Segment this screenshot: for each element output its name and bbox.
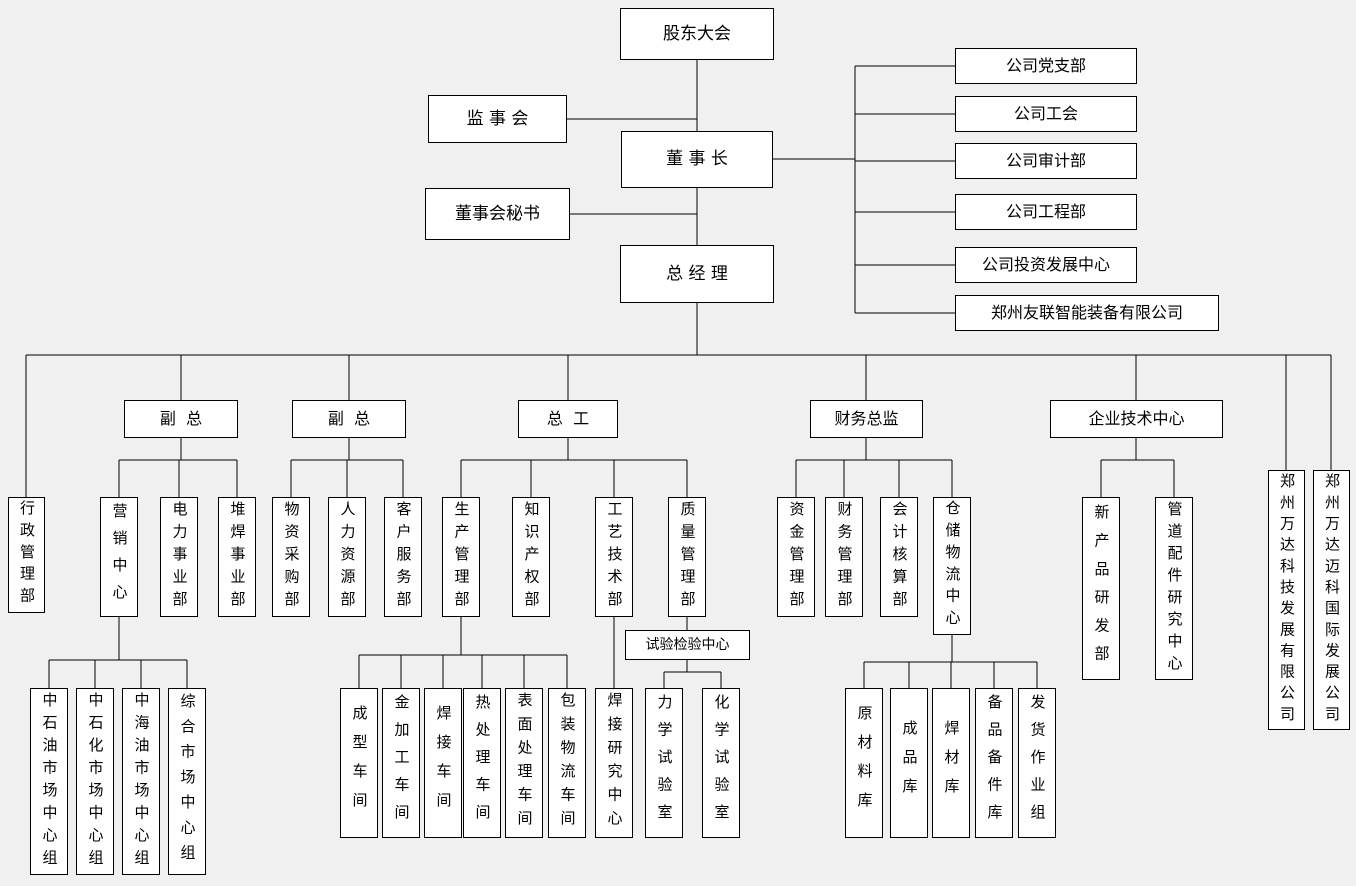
org-node-wanda-maike-international: 郑州万达迈科国际发展公司 xyxy=(1313,470,1350,730)
org-node-raw-material-warehouse: 原材料库 xyxy=(845,688,883,838)
org-node-party-branch: 公司党支部 xyxy=(955,48,1137,84)
org-node-chemistry-lab: 化学试验室 xyxy=(702,688,740,838)
org-node-new-product-rd-dept: 新产品研发部 xyxy=(1082,497,1120,680)
org-node-funds-management-dept: 资金管理部 xyxy=(777,497,815,617)
org-node-shipping-operations-group: 发货作业组 xyxy=(1018,688,1056,838)
org-node-customer-service-dept: 客户服务部 xyxy=(384,497,422,617)
org-node-hr-dept: 人力资源部 xyxy=(328,497,366,617)
org-node-power-division: 电力事业部 xyxy=(160,497,198,617)
org-node-production-management-dept: 生产管理部 xyxy=(442,497,480,617)
org-node-enterprise-tech-center: 企业技术中心 xyxy=(1050,400,1223,438)
org-node-welding-workshop: 焊接车间 xyxy=(424,688,462,838)
org-node-welding-research-center: 焊接研究中心 xyxy=(595,688,633,838)
org-node-engineering-dept: 公司工程部 xyxy=(955,194,1137,230)
org-node-marketing-center: 营销中心 xyxy=(100,497,138,617)
org-node-finished-goods-warehouse: 成品库 xyxy=(890,688,928,838)
org-node-youlian-intelligent-equipment: 郑州友联智能装备有限公司 xyxy=(955,295,1219,331)
org-node-audit-dept: 公司审计部 xyxy=(955,143,1137,179)
org-node-vice-president-1: 副 总 xyxy=(124,400,238,438)
org-node-spare-parts-warehouse: 备品备件库 xyxy=(975,688,1013,838)
org-node-welding-material-warehouse: 焊材库 xyxy=(932,688,970,838)
org-node-chief-engineer: 总 工 xyxy=(518,400,618,438)
org-node-sinopec-market-group: 中石化市场中心组 xyxy=(76,688,114,875)
org-node-investment-development-center: 公司投资发展中心 xyxy=(955,247,1137,283)
org-node-quality-management-dept: 质量管理部 xyxy=(668,497,706,617)
org-node-cnooc-market-group: 中海油市场中心组 xyxy=(122,688,160,875)
org-node-shareholders-meeting: 股东大会 xyxy=(620,8,774,60)
org-node-wanda-technology-development: 郑州万达科技发展有限公司 xyxy=(1268,470,1305,730)
org-node-machining-workshop: 金加工车间 xyxy=(382,688,420,838)
org-node-financial-management-dept: 财务管理部 xyxy=(825,497,863,617)
org-node-surfacing-division: 堆焊事业部 xyxy=(218,497,256,617)
org-node-supervisory-board: 监 事 会 xyxy=(428,95,567,143)
org-node-vice-president-2: 副 总 xyxy=(292,400,406,438)
org-node-process-technology-dept: 工艺技术部 xyxy=(595,497,633,617)
org-node-cnpc-market-group: 中石油市场中心组 xyxy=(30,688,68,875)
org-node-chairman: 董 事 长 xyxy=(621,131,773,188)
org-node-mechanics-lab: 力学试验室 xyxy=(645,688,683,838)
org-node-general-market-group: 综合市场中心组 xyxy=(168,688,206,875)
org-node-intellectual-property-dept: 知识产权部 xyxy=(512,497,550,617)
org-node-forming-workshop: 成型车间 xyxy=(340,688,378,838)
org-node-test-inspection-center: 试验检验中心 xyxy=(625,630,750,660)
org-node-board-secretary: 董事会秘书 xyxy=(425,188,570,240)
org-node-labor-union: 公司工会 xyxy=(955,96,1137,132)
org-node-admin-dept: 行政管理部 xyxy=(8,497,45,613)
org-node-general-manager: 总 经 理 xyxy=(620,245,774,303)
org-node-heat-treatment-workshop: 热处理车间 xyxy=(463,688,501,838)
org-node-surface-treatment-workshop: 表面处理车间 xyxy=(505,688,543,838)
org-node-packaging-logistics-workshop: 包装物流车间 xyxy=(548,688,586,838)
org-node-warehouse-logistics-center: 仓储物流中心 xyxy=(933,497,971,635)
org-node-material-procurement-dept: 物资采购部 xyxy=(272,497,310,617)
org-node-finance-director: 财务总监 xyxy=(810,400,923,438)
org-node-accounting-dept: 会计核算部 xyxy=(880,497,918,617)
org-node-pipe-fitting-research-center: 管道配件研究中心 xyxy=(1155,497,1193,680)
